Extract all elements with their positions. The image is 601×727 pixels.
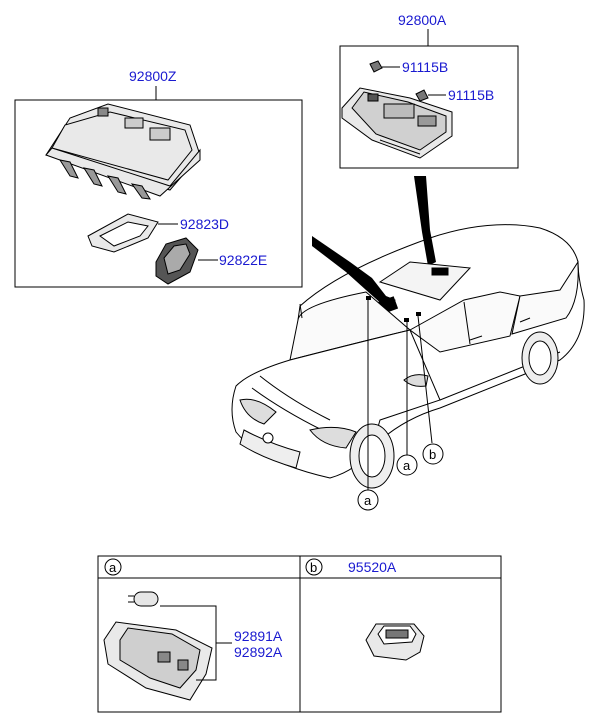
festoon-bulb-drawing <box>128 591 159 607</box>
part-label-91115B-2[interactable]: 91115B <box>448 87 494 103</box>
table-header-a: a <box>104 558 122 576</box>
part-label-92891A[interactable]: 92891A <box>234 628 283 644</box>
part-label-92800Z[interactable]: 92800Z <box>129 68 177 84</box>
overhead-console-group: 92800Z 92823D 92822E <box>14 68 303 288</box>
part-label-92892A[interactable]: 92892A <box>234 644 283 660</box>
cover-drawing <box>155 237 199 285</box>
callout-letter: b <box>429 447 436 462</box>
part-label-95520A[interactable]: 95520A <box>348 559 397 575</box>
part-label-91115B-1[interactable]: 91115B <box>402 59 448 75</box>
overhead-console-drawing <box>45 103 201 200</box>
part-label-92800A[interactable]: 92800A <box>398 12 447 28</box>
room-lamp-box <box>339 45 519 169</box>
callout-a-upper: a <box>396 454 418 476</box>
room-lamp-group: 92800A 91115B 91115B <box>339 12 519 169</box>
bulb-icon <box>369 60 383 73</box>
callout-a-lower: a <box>357 489 379 511</box>
part-label-92822E[interactable]: 92822E <box>219 252 267 268</box>
part-label-92823D[interactable]: 92823D <box>180 216 229 232</box>
callout-b: b <box>422 443 444 465</box>
detail-table: a b 95520A 92891A 92892A <box>97 555 502 713</box>
callout-letter: b <box>310 560 317 575</box>
table-header-b: b 95520A <box>305 558 397 576</box>
callout-letter: a <box>403 458 411 473</box>
callout-letter: a <box>109 560 117 575</box>
switch-drawing <box>365 623 425 661</box>
arrow-to-console <box>312 236 396 306</box>
overhead-console-box <box>14 99 303 288</box>
lens-drawing <box>87 213 159 253</box>
room-lamp-drawing <box>341 87 453 159</box>
pointer-arrows <box>312 176 436 306</box>
callout-leaders <box>366 296 433 490</box>
bulb-icon <box>415 89 429 102</box>
callout-letter: a <box>364 493 372 508</box>
map-lamp-housing-drawing <box>103 621 213 701</box>
arrow-to-lamp <box>414 176 436 266</box>
car-drawing <box>231 224 585 489</box>
